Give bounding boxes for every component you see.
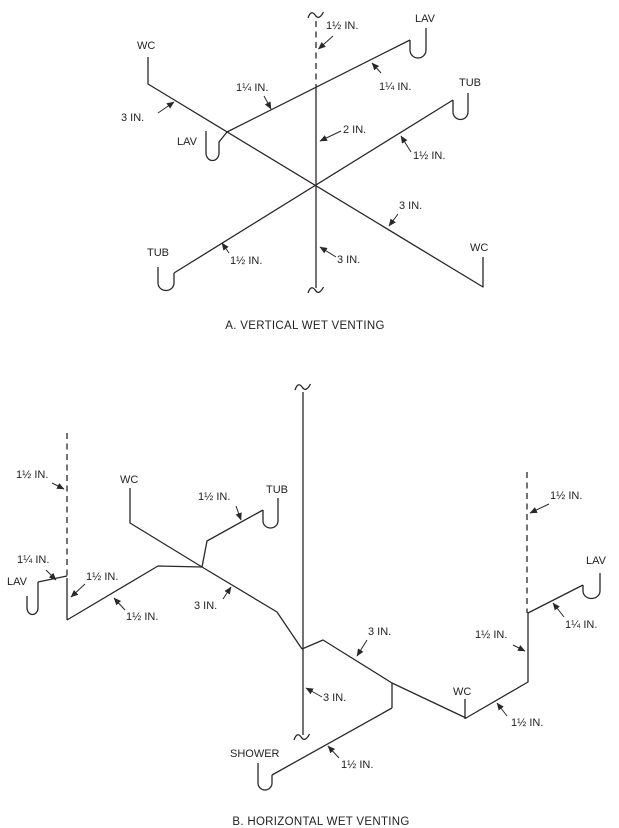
b-tub-branch-size-arrow — [235, 505, 242, 521]
a-lav-top-right-label: LAV — [415, 13, 435, 25]
a-stack-break-bottom-icon — [307, 286, 325, 294]
b-lav-left-label: LAV — [7, 576, 27, 588]
b-vent-right-size-label: 1½ IN. — [550, 490, 583, 502]
a-vent-branch-right-arrow — [371, 62, 382, 74]
b-tub-label: TUB — [266, 484, 288, 496]
b-branch-left-size-arrow — [222, 586, 232, 600]
a-wc-right-size-arrow — [388, 213, 399, 227]
a-tub-left-size-arrow — [221, 242, 230, 254]
a-stack-upper-size-arrow — [319, 130, 342, 142]
a-wc-drain-size-label: 3 IN. — [121, 112, 145, 124]
a-stack-upper-size-label: 2 IN. — [343, 124, 367, 136]
b-drain-left-size-arrow — [113, 597, 126, 611]
b-wc-right-branch-size-arrow — [496, 702, 508, 717]
a-vent-size-label: 1½ IN. — [326, 20, 359, 32]
b-vent-left-size-label: 1½ IN. — [16, 469, 49, 481]
b-lav-left-branch-size-arrow — [45, 569, 57, 581]
b-lav-left-branch-size-label: 1¼ IN. — [17, 554, 50, 566]
b-lav-right-label: LAV — [586, 555, 606, 567]
a-tub-bottom-left-label: TUB — [147, 247, 169, 259]
a-tub-right-size-label: 1½ IN. — [413, 150, 446, 162]
b-shower-branch-size-label: 1½ IN. — [341, 759, 374, 771]
b-wc-right-branch-size-label: 1½ IN. — [511, 717, 544, 729]
a-wc-bottom-right-label: WC — [470, 242, 489, 254]
b-stack-size-arrow — [305, 687, 323, 698]
a-tub-mid-right-trap-icon — [452, 93, 469, 121]
a-wc-drain-size-arrow — [157, 101, 175, 114]
a-vent-branch-left-arrow — [263, 95, 272, 110]
b-tub-trap-icon — [262, 498, 279, 529]
b-stack-break-bottom-icon — [293, 733, 311, 741]
diagram-b-caption: B. HORIZONTAL WET VENTING — [232, 816, 410, 828]
b-lav-left-trap-icon — [26, 582, 39, 616]
b-vent-left-size-arrow — [51, 482, 65, 490]
b-stack-break-top-icon — [294, 383, 312, 391]
b-lav-right-trap-icon — [582, 573, 601, 600]
b-riser-left-size-label: 1½ IN. — [86, 571, 119, 583]
a-vent-size-arrow — [318, 35, 334, 50]
b-branch-right-size-label: 3 IN. — [368, 626, 392, 638]
b-riser-right-size-arrow — [512, 644, 526, 652]
a-wc-right-size-label: 3 IN. — [399, 200, 423, 212]
b-tub-branch — [201, 509, 264, 568]
b-shower-trap-icon — [257, 763, 273, 791]
a-tub-bottom-left-trap-icon — [157, 267, 175, 292]
a-stack-break-top-icon — [307, 11, 325, 19]
a-tub-right-size-arrow — [400, 135, 412, 153]
a-stack-lower-size-arrow — [319, 246, 337, 258]
b-tub-branch-size-label: 1½ IN. — [198, 491, 231, 503]
a-tub-mid-right-label: TUB — [459, 77, 481, 89]
a-stack-lower-size-label: 3 IN. — [337, 254, 361, 266]
b-wc-left-line — [129, 488, 203, 568]
a-lav-top-right-trap-icon — [409, 28, 427, 59]
a-lav-mid-left-trap-icon — [205, 131, 228, 162]
b-shower-branch-size-arrow — [327, 745, 340, 759]
a-vent-branch-left-label: 1¼ IN. — [236, 82, 269, 94]
b-lav-right-branch-size-arrow — [552, 602, 565, 618]
b-lav-right-branch-size-label: 1¼ IN. — [565, 619, 598, 631]
a-tub-left-size-label: 1½ IN. — [230, 255, 263, 267]
a-vent-branch-right-label: 1¼ IN. — [379, 81, 412, 93]
b-drain-right — [301, 584, 584, 719]
b-shower-label: SHOWER — [230, 748, 280, 760]
b-riser-left-size-arrow — [70, 583, 86, 598]
b-shower-branch — [271, 707, 393, 776]
a-lav-mid-left-label: LAV — [177, 136, 197, 148]
b-stack-size-label: 3 IN. — [323, 692, 347, 704]
a-wc-top-left-label: WC — [137, 40, 156, 52]
a-tub-drain-line — [173, 99, 454, 274]
b-wc-right-label: WC — [453, 686, 472, 698]
b-branch-right-size-arrow — [356, 639, 368, 657]
b-vent-right-size-arrow — [529, 503, 550, 514]
diagram-a-caption: A. VERTICAL WET VENTING — [225, 320, 385, 332]
a-vent-branch-line — [226, 39, 411, 133]
b-wc-left-label: WC — [120, 474, 139, 486]
b-drain-left-size-label: 1½ IN. — [126, 611, 159, 623]
b-riser-right-size-label: 1½ IN. — [475, 629, 508, 641]
b-branch-left-size-label: 3 IN. — [194, 600, 218, 612]
